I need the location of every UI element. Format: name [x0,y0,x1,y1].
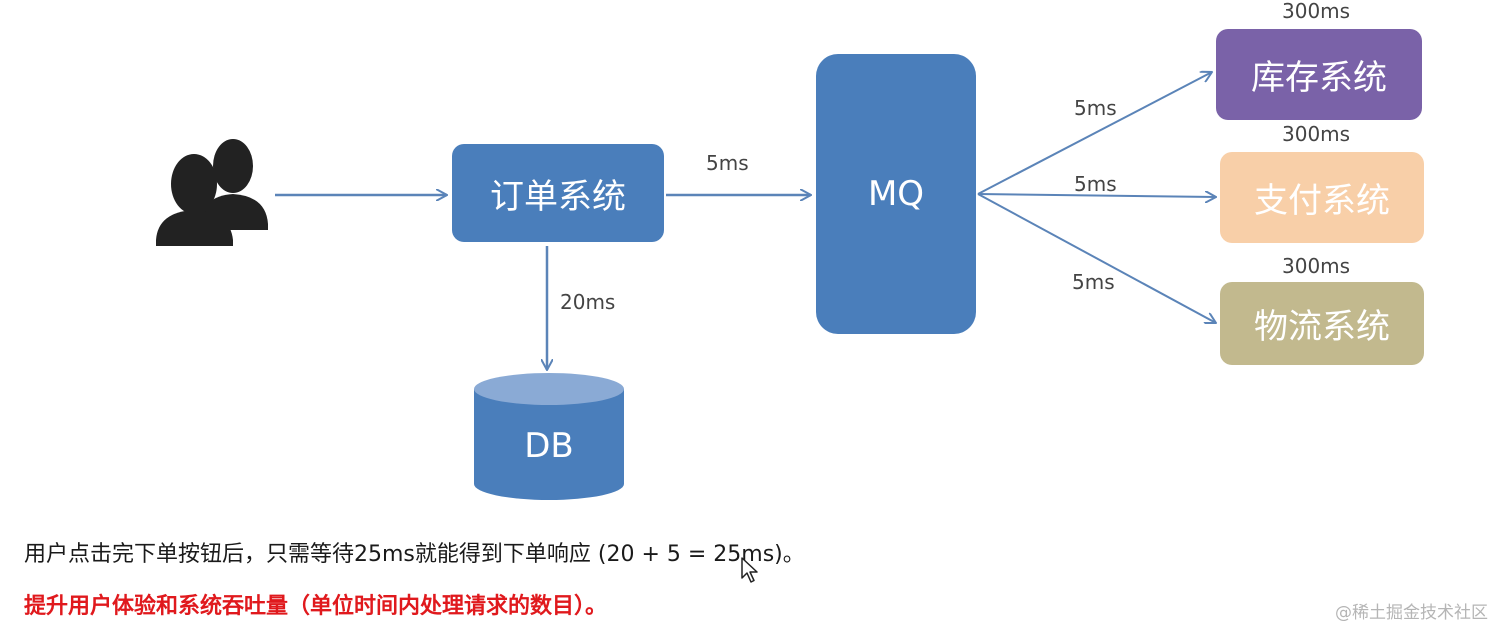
payment-system-label: 支付系统 [1254,181,1390,221]
description-line-1: 用户点击完下单按钮后，只需等待25ms就能得到下单响应 (20 + 5 = 25… [24,542,805,567]
payment-system-node: 支付系统 [1220,152,1424,243]
description-line-2: 提升用户体验和系统吞吐量（单位时间内处理请求的数目）。 [24,594,608,619]
watermark: @稀土掘金技术社区 [1335,603,1488,623]
stock-processing-time: 300ms [1282,0,1351,23]
mq-to-payment-time: 5ms [1074,172,1117,196]
users-icon [156,139,268,246]
arrow-mq-to-logistics [977,193,1216,323]
payment-processing-time: 300ms [1282,122,1351,146]
order-system-label: 订单系统 [490,176,626,217]
db-label: DB [524,426,574,466]
logistics-system-label: 物流系统 [1254,307,1390,347]
mq-node: MQ [816,54,976,334]
arrow-mq-to-stock [977,72,1212,195]
mq-to-logistics-time: 5ms [1072,270,1115,294]
mq-label: MQ [867,174,925,214]
cursor-icon [741,557,758,583]
arrow-mq-to-payment [977,194,1216,197]
mq-to-stock-time: 5ms [1074,96,1117,120]
logistics-system-node: 物流系统 [1220,282,1424,365]
stock-system-label: 库存系统 [1251,58,1387,98]
order-to-mq-time: 5ms [706,151,749,175]
logistics-processing-time: 300ms [1282,254,1351,278]
db-cylinder [474,373,624,500]
order-to-db-time: 20ms [560,290,616,314]
stock-system-node: 库存系统 [1216,29,1422,120]
order-system-node: 订单系统 [452,144,664,242]
